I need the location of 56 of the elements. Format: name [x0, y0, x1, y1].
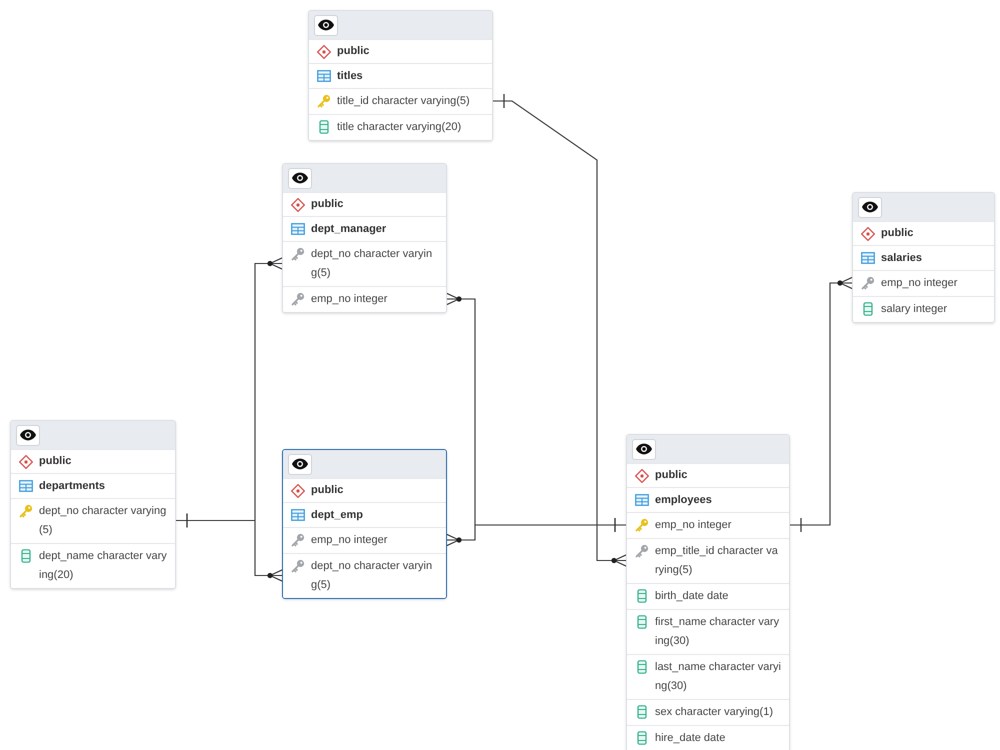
column-row: [627, 654, 789, 699]
column-row: [283, 286, 446, 312]
table-name: departments: [39, 478, 106, 494]
column-name: title character varying(20): [337, 120, 462, 135]
column-name: dept_no character varying(5): [311, 247, 434, 281]
column-row: [11, 498, 175, 543]
column-row: [627, 699, 789, 725]
table-card: [282, 449, 447, 599]
table-card: [10, 420, 176, 589]
relationship-line: [175, 512, 284, 582]
schema-name: public: [311, 483, 344, 498]
schema-name: public: [655, 468, 688, 484]
column-name: sex character varying(1): [655, 705, 773, 720]
table-card: [626, 434, 790, 750]
column-name: dept_no character varying(5): [39, 504, 167, 538]
column-name: title_id character varying(5): [337, 94, 470, 109]
column-name: first_name character varying(30): [655, 615, 780, 649]
schema-name: public: [311, 197, 344, 212]
schema-name: public: [39, 454, 72, 470]
schema-name: public: [337, 44, 370, 60]
column-row: [627, 609, 789, 654]
column-name: dept_name character varying(20): [39, 549, 167, 583]
column-name: last_name character varying(30): [655, 660, 781, 694]
relationship-line: [492, 93, 628, 568]
column-name: emp_no integer: [655, 518, 732, 533]
column-row: [283, 241, 446, 286]
column-row: [627, 512, 789, 538]
column-row: [309, 88, 492, 114]
column-name: dept_no character varying(5): [311, 559, 434, 593]
column-row: [283, 553, 446, 598]
column-row: [853, 270, 994, 296]
column-name: emp_no integer: [311, 292, 388, 307]
column-row: [853, 296, 994, 322]
column-row: [627, 725, 789, 750]
table-card: [308, 10, 493, 141]
table-card: [282, 163, 447, 313]
column-row: [11, 543, 175, 588]
relationship-line: [789, 276, 854, 533]
column-row: [627, 583, 789, 609]
schema-name: public: [881, 226, 914, 242]
column-name: salary integer: [881, 302, 948, 317]
table-name: titles: [337, 68, 363, 84]
column-name: birth_date date: [655, 589, 728, 604]
relationship-line: [445, 517, 627, 547]
column-row: [309, 114, 492, 140]
column-name: emp_no integer: [311, 533, 388, 548]
column-name: hire_date date: [655, 731, 726, 746]
table-name: dept_manager: [311, 222, 386, 237]
table-name: dept_emp: [311, 508, 363, 523]
table-name: salaries: [881, 250, 922, 266]
column-row: [283, 527, 446, 553]
table-name: employees: [655, 492, 712, 508]
column-row: [627, 538, 789, 583]
column-name: emp_no integer: [881, 276, 958, 291]
column-name: emp_title_id character varying(5): [655, 544, 779, 578]
table-card: [852, 192, 995, 323]
